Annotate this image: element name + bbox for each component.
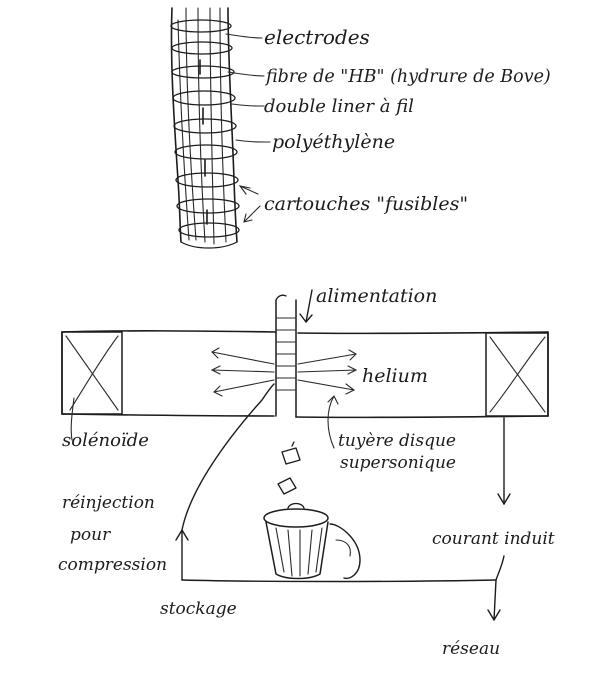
solenoid-right [485, 332, 549, 417]
label-courant: courant induit [432, 529, 555, 549]
label-reseau: réseau [442, 639, 500, 659]
current-output [487, 417, 511, 621]
label-reinjection-2: pour [70, 525, 111, 545]
label-reinjection-3: compression [58, 555, 167, 575]
solenoid-leader [70, 397, 75, 441]
label-alimentation: alimentation [316, 285, 437, 307]
label-fibre: fibre de "HB" (hydrure de Bove) [264, 67, 551, 87]
label-tuyere-1: tuyère disque [338, 431, 456, 451]
helium-jets [210, 347, 358, 397]
fuel-rod [170, 7, 240, 249]
reinjection-loop [175, 383, 497, 583]
label-helium: helium [362, 365, 428, 387]
label-tuyere-2: supersonique [340, 453, 456, 473]
label-reinjection-1: réinjection [62, 493, 155, 513]
falling-cartridges [277, 441, 301, 495]
feed-rod [275, 294, 297, 418]
alimentation-arrow [299, 289, 313, 323]
tuyere-leader [327, 395, 339, 449]
label-liner: double liner à fil [264, 96, 414, 117]
solenoid-left [61, 331, 123, 415]
reactor-body [61, 330, 549, 419]
label-stockage: stockage [160, 599, 237, 619]
label-polyethylene: polyéthylène [272, 131, 395, 153]
label-electrodes: electrodes [264, 25, 370, 49]
label-solenoide: solénoïde [62, 430, 149, 451]
rod-leaders [225, 33, 271, 223]
trash-can-icon [263, 502, 361, 580]
label-cartouches: cartouches "fusibles" [264, 193, 468, 215]
